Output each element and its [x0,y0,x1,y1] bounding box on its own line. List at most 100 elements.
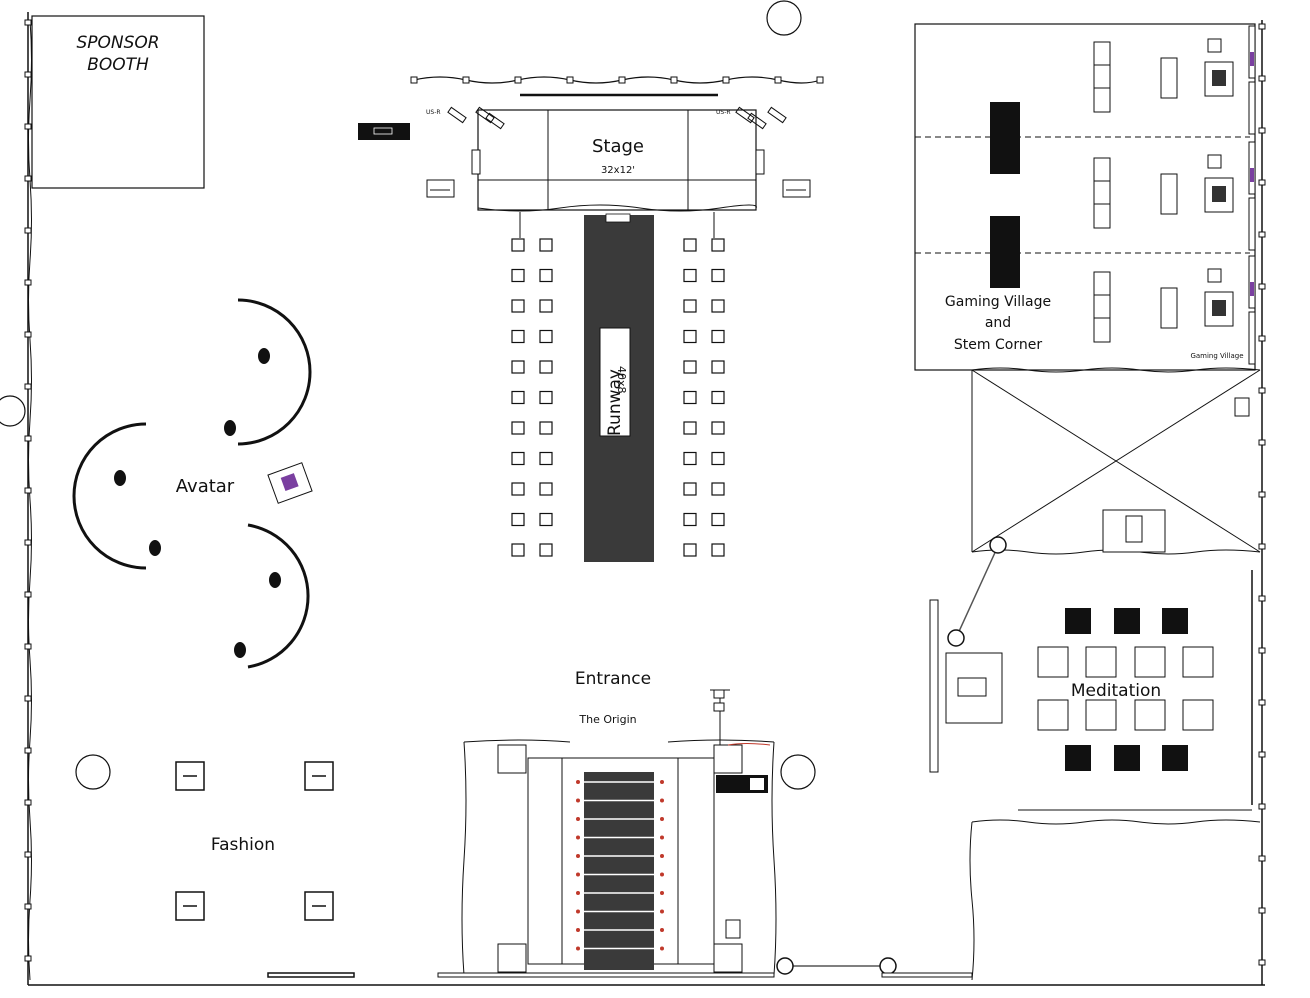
audience-chair [539,451,553,466]
gaming-panel [1248,81,1256,135]
column-entrance [780,754,816,790]
entrance-truss-rungs [576,780,664,951]
us-label-right: US-R [716,109,731,116]
gaming-label-2: and [985,315,1011,331]
gaming-village: Gaming Village and Stem Corner Gaming Vi… [914,23,1256,371]
column-top [766,0,802,36]
gaming-label-3: Stem Corner [954,337,1042,353]
stage-size: 32x12' [601,165,635,176]
wall-post [24,799,32,806]
meditation-cushion [1065,745,1091,771]
truss-frame [971,367,1261,555]
gaming-console-table [1160,173,1178,215]
wall-post [1258,647,1266,654]
runway-title: Runway [605,369,625,436]
meditation-mat [1085,646,1117,678]
audience-chair [511,238,525,252]
wall-post [1258,127,1266,134]
wall-post [1258,179,1266,186]
audience-chair [511,421,525,435]
wall-post [24,175,32,182]
audience-chair [539,390,553,405]
wall-post [1258,855,1266,862]
audience-chair [683,482,697,496]
wall-post [24,227,32,234]
wall-post [1258,75,1266,82]
gaming-small-label: Gaming Village [1190,352,1243,360]
audience-chair [539,238,553,252]
audience-chair [511,268,525,283]
audience-chair [539,329,553,344]
audience-chair [711,482,725,496]
wall-post [1258,803,1266,810]
audience-chair [511,451,525,466]
meditation-mat [1182,699,1214,731]
right-wall-posts [1258,23,1266,966]
audience-chair [711,299,725,313]
audience-chair [683,238,697,252]
truss-post [514,76,522,84]
wall-post [24,955,32,962]
audience-chair [539,360,553,374]
audience-chair [539,421,553,435]
audience-chair [683,512,697,527]
stage-area: Stage 32x12' US-R US-R [358,76,824,238]
audience-chair [683,268,697,283]
truss-post [410,76,418,84]
wall-post [24,383,32,390]
bottom-right-enclosure [969,819,1261,981]
gaming-stool [1207,38,1222,53]
entrance-cable [727,743,771,746]
audience-chair [683,360,697,374]
truss-post [774,76,782,84]
gaming-console-table [1160,57,1178,99]
audience-chair [511,512,525,527]
gaming-console-table [1160,287,1178,329]
gaming-screen [1212,300,1226,316]
wall-post [1258,387,1266,394]
audience-chair [683,421,697,435]
wall-post [24,695,32,702]
fashion-area [175,761,355,978]
entrance-label: Entrance [575,669,651,689]
gaming-label-1: Gaming Village [945,294,1051,310]
audience-chair [711,268,725,283]
audience-chair [711,451,725,466]
meditation-area: Meditation [929,536,1253,811]
gaming-couch [1093,41,1111,113]
wall-post [24,279,32,286]
runway-size: 40x8 [615,366,628,394]
meditation-mat [1134,646,1166,678]
gaming-couch [1093,157,1111,229]
wall-post [1258,595,1266,602]
fashion-label: Fashion [211,835,275,855]
wall-post [1258,335,1266,342]
wall-post [24,643,32,650]
gaming-couch [1093,271,1111,343]
wall-post [24,747,32,754]
meditation-cushion [1065,608,1091,634]
meditation-mat [1085,699,1117,731]
entrance-structure [437,689,777,978]
audience-chair [511,360,525,374]
wall-post [1258,439,1266,446]
audience-chair [711,238,725,252]
audience-chair [539,512,553,527]
stage-truss-posts [410,76,824,84]
truss-post [670,76,678,84]
audience-chair [711,390,725,405]
wall-post [24,435,32,442]
audience-chair [511,482,525,496]
wall-post [24,851,32,858]
meditation-label: Meditation [1071,681,1161,701]
audience-chair [711,329,725,344]
meditation-cushion [1114,608,1140,634]
audience-chair [711,543,725,557]
gaming-screen [1212,186,1226,202]
audience-chair [683,299,697,313]
wall-post [24,487,32,494]
entrance-bollards [776,957,973,978]
audience-chair [683,451,697,466]
meditation-cushion [1162,745,1188,771]
sponsor-label-1: SPONSOR [76,33,159,53]
